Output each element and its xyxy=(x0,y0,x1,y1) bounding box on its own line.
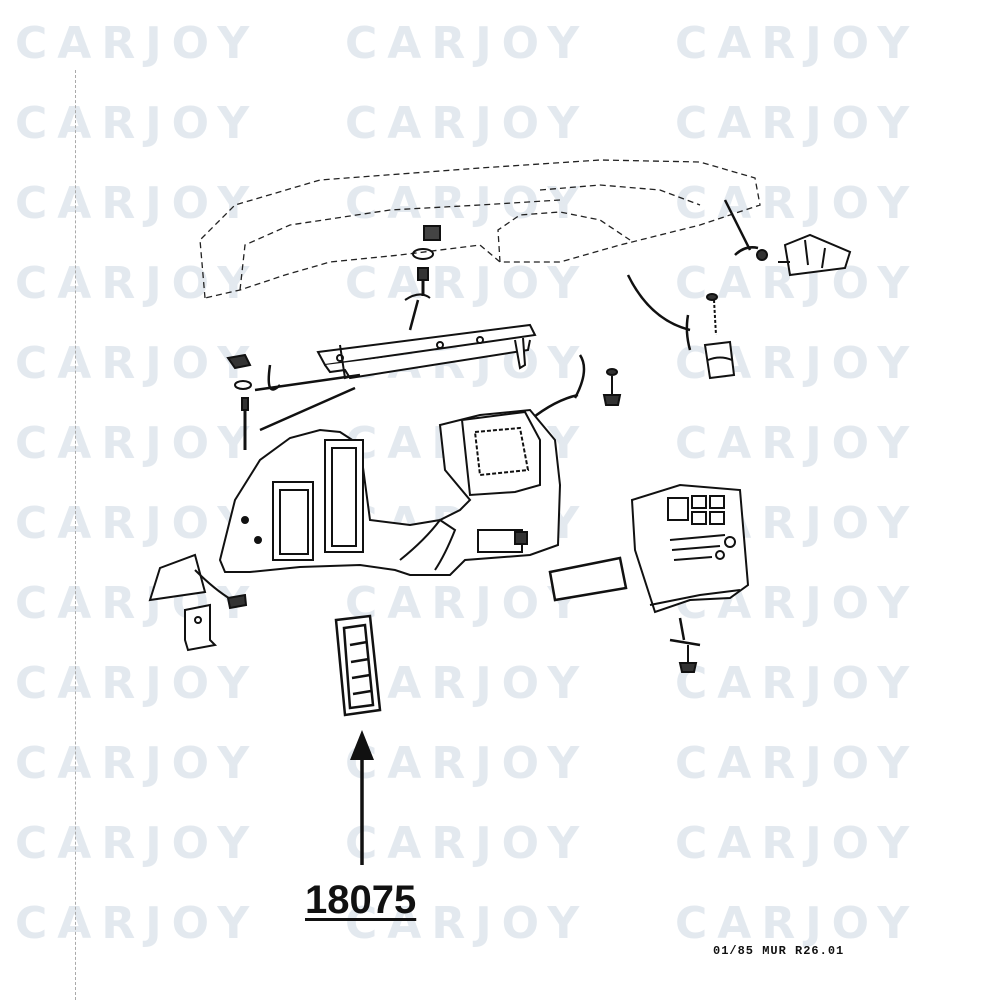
glove-box-door xyxy=(548,556,628,602)
pointer-arrow xyxy=(350,730,374,865)
dashboard-frame-center xyxy=(218,408,562,576)
air-vent-grille[interactable] xyxy=(334,614,382,717)
right-top-bracket xyxy=(723,199,852,277)
top-clip-screw xyxy=(404,225,441,331)
reference-code: 01/85 MUR R26.01 xyxy=(713,944,845,958)
page-border-line xyxy=(75,70,76,1000)
left-clip-screw xyxy=(226,353,361,450)
side-trim-panel xyxy=(148,553,248,652)
center-right-screw xyxy=(529,354,622,421)
console-screw xyxy=(669,617,701,673)
right-screw-spacer xyxy=(626,274,736,380)
dashboard-top-pad xyxy=(199,159,761,299)
center-console-panel xyxy=(630,483,750,614)
part-number-label: 18075 xyxy=(305,878,417,922)
mounting-rail xyxy=(316,323,537,380)
